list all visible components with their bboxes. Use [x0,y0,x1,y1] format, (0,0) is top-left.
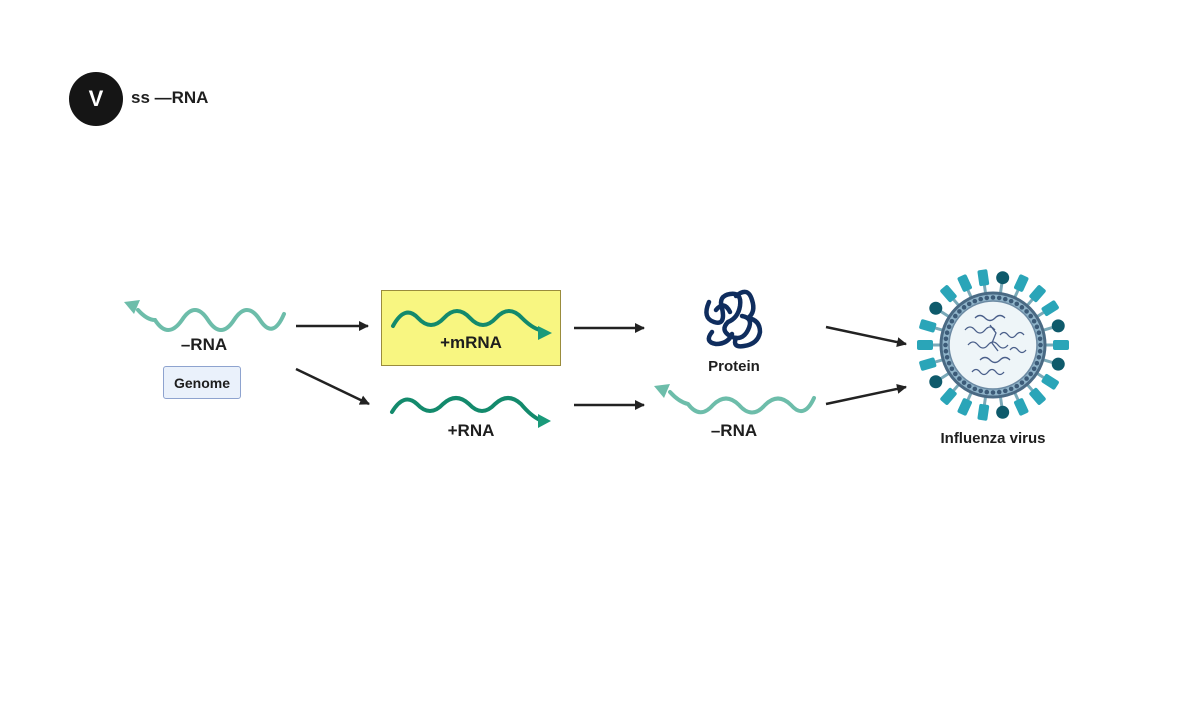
matrix-protein-dot [946,324,952,330]
hemagglutinin-spike [940,285,957,303]
protein-label: Protein [708,358,760,375]
neuraminidase-spike [996,271,1010,285]
matrix-protein-dot [966,383,972,389]
neuraminidase-spike [1051,357,1065,371]
minus-rna-label: –RNA [710,421,758,440]
hemagglutinin-spike [919,357,937,371]
matrix-protein-dot [984,389,990,395]
hemagglutinin-spike [1053,340,1069,350]
matrix-protein-dot [1034,324,1040,330]
hemagglutinin-spike [1041,300,1059,317]
virus-label: Influenza virus [940,430,1046,447]
matrix-protein-dot [978,296,984,302]
mrna-strand [391,309,552,340]
virus-type-badge: V [69,72,123,126]
genome-negative-rna-strand [124,300,286,332]
matrix-protein-dot [1036,354,1042,360]
matrix-protein-dot [1014,301,1020,307]
neuraminidase-spike [929,375,943,389]
matrix-protein-dot [1014,383,1020,389]
matrix-protein-dot [957,376,962,381]
genome-rna-label: –RNA [180,335,228,354]
matrix-protein-dot [953,371,958,377]
matrix-protein-dot [1002,388,1008,394]
matrix-protein-dot [972,298,978,304]
matrix-protein-dot [957,309,962,314]
matrix-protein-dot [949,318,955,324]
matrix-protein-dot [1024,309,1029,314]
arrow-protein-to-virus [825,325,907,348]
matrix-protein-dot [990,295,996,300]
arrow-minus-rna-to-virus [825,383,907,406]
hemagglutinin-spike [917,340,933,350]
viral-rna-segment [1009,346,1027,354]
virus-type-title: ss —RNA [131,88,209,107]
matrix-protein-dot [978,388,984,394]
matrix-protein-dot [949,366,955,372]
matrix-protein-dot [972,386,978,392]
matrix-protein-dot [961,380,967,385]
plus-rna-label: +RNA [447,421,495,440]
viral-rna-segment [974,314,1006,322]
hemagglutinin-spike [977,403,990,421]
matrix-protein-dot [1008,386,1014,392]
matrix-protein-dot [946,360,952,366]
matrix-protein-dot [1024,376,1029,381]
viral-rna-segment [967,341,1009,349]
matrix-protein-dot [944,330,950,336]
hemagglutinin-spike [1029,387,1046,405]
genome-button[interactable]: Genome [163,366,241,399]
viral-rna-segment [971,368,1005,376]
matrix-protein-dot [944,354,950,360]
matrix-protein-dot [1036,330,1042,336]
matrix-protein-dot [1037,336,1043,342]
matrix-protein-dot [996,389,1002,395]
matrix-protein-dot [1034,360,1040,366]
hemagglutinin-spike [977,269,990,287]
matrix-protein-dot [953,313,958,319]
hemagglutinin-spike [957,274,972,292]
hemagglutinin-spike [957,398,972,416]
matrix-protein-dot [1019,305,1025,310]
neuraminidase-spike [929,301,943,315]
matrix-protein-dot [984,295,990,301]
viral-rna-segment [979,356,1011,364]
hemagglutinin-spike [940,387,957,405]
matrix-protein-dot [966,301,972,307]
matrix-protein-dot [1031,318,1037,324]
hemagglutinin-spike [919,319,937,333]
progeny-negative-rna-strand [654,384,816,415]
viral-rna-segment [964,326,996,334]
matrix-protein-dot [943,342,948,348]
neuraminidase-spike [996,405,1010,419]
hemagglutinin-spike [1041,373,1059,390]
viral-rna-segment [999,331,1025,339]
neuraminidase-spike [1051,319,1065,333]
matrix-protein-dot [990,390,996,395]
hemagglutinin-spike [1029,285,1046,303]
matrix-protein-dot [943,336,949,342]
matrix-protein-dot [961,305,967,310]
hemagglutinin-spike [1014,398,1029,416]
matrix-protein-dot [1019,380,1025,385]
matrix-protein-dot [996,295,1002,301]
mrna-label: +mRNA [440,333,502,352]
matrix-protein-dot [1002,296,1008,302]
matrix-protein-dot [1031,366,1037,372]
matrix-protein-dot [1028,371,1033,377]
protein-icon [704,289,763,349]
positive-rna-strand [390,396,551,428]
hemagglutinin-spike [1014,274,1029,292]
viral-rna-segment [989,324,999,352]
arrow-genome-to-plus-rna [295,367,370,406]
matrix-protein-dot [1038,342,1043,348]
matrix-protein-dot [1028,313,1033,319]
matrix-protein-dot [1008,298,1014,304]
influenza-virus-icon [917,269,1069,421]
matrix-protein-dot [1037,348,1043,354]
matrix-protein-dot [943,348,949,354]
